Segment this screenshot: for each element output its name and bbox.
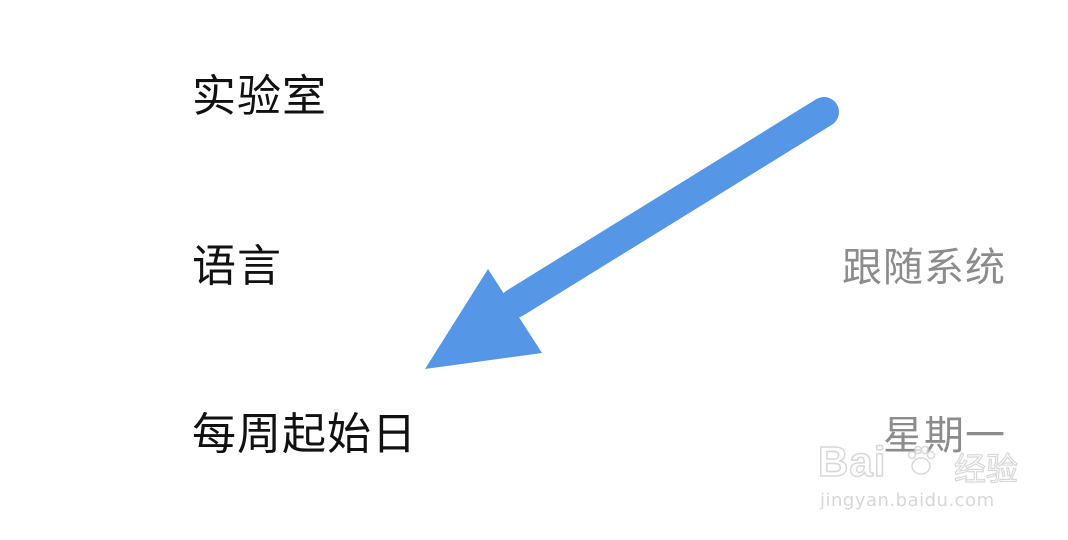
watermark-suffix: 经验 xyxy=(953,449,1019,488)
settings-row-language[interactable]: 语言 跟随系统 xyxy=(0,215,1068,335)
baidu-jingyan-watermark: Bai 经验 jingyan.baidu.com xyxy=(814,437,1024,518)
settings-row-value: 跟随系统 xyxy=(842,245,1006,291)
watermark-url: jingyan.baidu.com xyxy=(820,490,995,511)
paw-icon xyxy=(907,445,936,475)
watermark-brand: Bai xyxy=(817,437,887,486)
settings-row-label: 每周起始日 xyxy=(192,409,417,460)
settings-row-label: 语言 xyxy=(192,241,282,292)
settings-row-value: 星期一 xyxy=(883,413,1006,459)
settings-row-label: 实验室 xyxy=(192,71,327,122)
settings-row-lab[interactable]: 实验室 xyxy=(0,48,1068,168)
settings-row-week-start[interactable]: 每周起始日 星期一 xyxy=(0,384,1068,504)
